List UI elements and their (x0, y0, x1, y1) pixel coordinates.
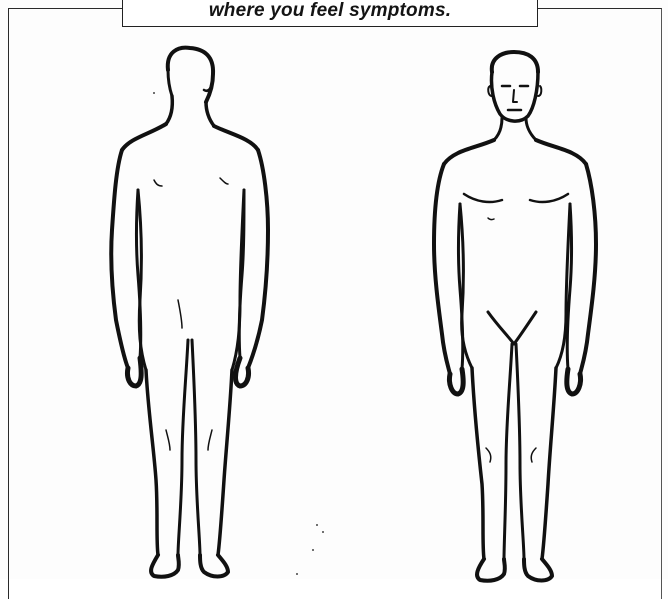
symptom-diagram-sheet: where you feel symptoms. (0, 0, 668, 579)
instruction-text: where you feel symptoms. (123, 0, 537, 22)
scan-speck (312, 549, 314, 551)
scan-speck (153, 92, 155, 94)
instruction-box: where you feel symptoms. (122, 0, 538, 27)
scan-speck (322, 531, 324, 533)
human-body-front-outline-icon (420, 44, 610, 589)
scan-speck (316, 524, 318, 526)
body-figure-back[interactable] (96, 40, 286, 585)
body-figure-front[interactable] (420, 44, 610, 589)
scan-speck (296, 573, 298, 575)
human-body-back-outline-icon (96, 40, 286, 585)
